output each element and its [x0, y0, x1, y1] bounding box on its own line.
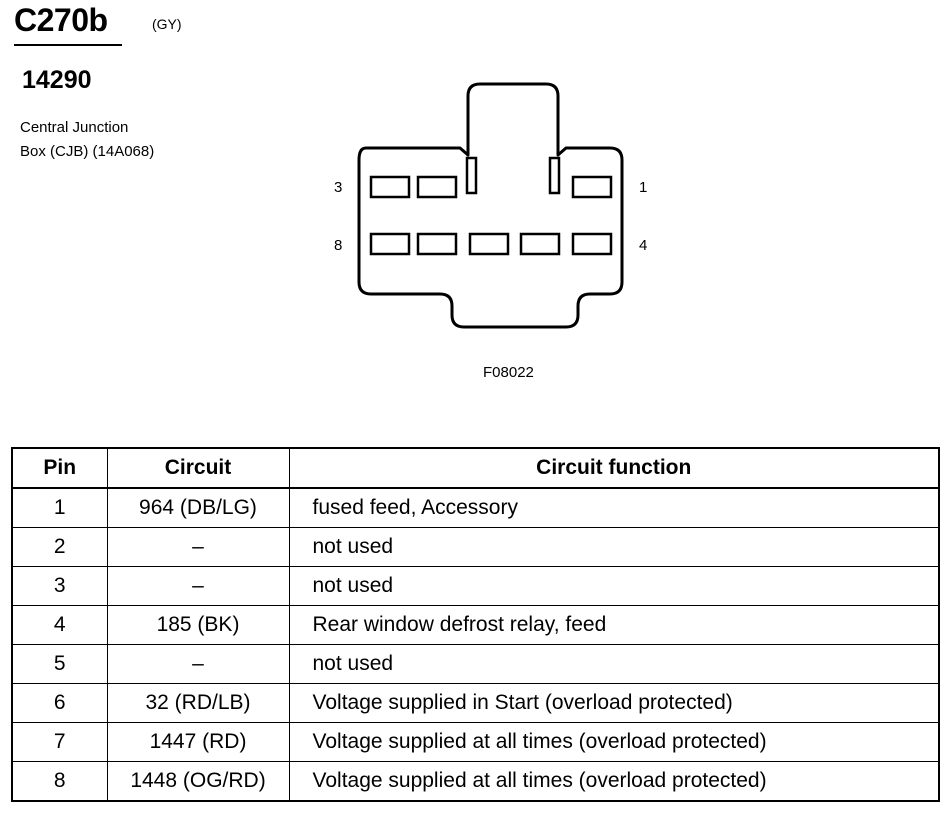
- latch-slot-right: [548, 156, 561, 195]
- part-number: 14290: [22, 66, 92, 94]
- latch-slot-left: [465, 156, 478, 195]
- component-description-line1: Central Junction: [20, 119, 129, 136]
- table-row: 2–not used: [11, 527, 940, 567]
- figure-code: F08022: [483, 364, 534, 381]
- circuit-cell: 185 (BK): [106, 605, 290, 645]
- circuit-function-cell: not used: [288, 644, 940, 684]
- circuit-cell: –: [106, 644, 290, 684]
- circuit-cell: 964 (DB/LG): [106, 487, 290, 528]
- connector-face-diagram: 3 1 8 4: [334, 82, 647, 329]
- table-row: 5–not used: [11, 644, 940, 684]
- component-description-line2: Box (CJB) (14A068): [20, 143, 155, 160]
- pin-cavity-6: [468, 232, 510, 256]
- circuit-cell: 1448 (OG/RD): [106, 761, 290, 802]
- pin-cavity-3: [369, 175, 411, 199]
- circuit-function-cell: Voltage supplied at all times (overload …: [288, 722, 940, 762]
- circuit-function-cell: not used: [288, 566, 940, 606]
- connector-housing-outline: [357, 82, 624, 329]
- table-header-row: Pin Circuit Circuit function: [11, 447, 940, 489]
- pin-cell: 2: [11, 527, 108, 567]
- pin-cell: 3: [11, 566, 108, 606]
- pin-cell: 7: [11, 722, 108, 762]
- pin-cell: 8: [11, 761, 108, 802]
- circuit-function-cell: Rear window defrost relay, feed: [288, 605, 940, 645]
- pin-cavity-4: [571, 232, 613, 256]
- circuit-function-cell: not used: [288, 527, 940, 567]
- pin-cavity-7: [416, 232, 458, 256]
- circuit-function-cell: Voltage supplied in Start (overload prot…: [288, 683, 940, 723]
- circuit-function-cell: Voltage supplied at all times (overload …: [288, 761, 940, 802]
- pin-cavity-5: [519, 232, 561, 256]
- pin-cell: 5: [11, 644, 108, 684]
- connector-color: (GY): [152, 16, 182, 32]
- circuit-cell: –: [106, 527, 290, 567]
- circuit-function-cell: fused feed, Accessory: [288, 487, 940, 528]
- header-circuit-function: Circuit function: [288, 447, 940, 489]
- pin-label-bottom-left: 8: [334, 237, 342, 254]
- header-circuit: Circuit: [106, 447, 290, 489]
- pin-label-top-right: 1: [639, 179, 647, 196]
- pin-cell: 1: [11, 487, 108, 528]
- pin-cavity-2: [416, 175, 458, 199]
- table-row: 3–not used: [11, 566, 940, 606]
- pin-cell: 6: [11, 683, 108, 723]
- pin-label-bottom-right: 4: [639, 237, 647, 254]
- circuit-cell: –: [106, 566, 290, 606]
- connector-id-underline: [14, 44, 122, 46]
- pin-label-top-left: 3: [334, 179, 342, 196]
- pin-cell: 4: [11, 605, 108, 645]
- circuit-cell: 1447 (RD): [106, 722, 290, 762]
- header-pin: Pin: [11, 447, 108, 489]
- circuit-cell: 32 (RD/LB): [106, 683, 290, 723]
- connector-id: C270b: [14, 2, 108, 38]
- pin-cavity-8: [369, 232, 411, 256]
- pin-cavity-1: [571, 175, 613, 199]
